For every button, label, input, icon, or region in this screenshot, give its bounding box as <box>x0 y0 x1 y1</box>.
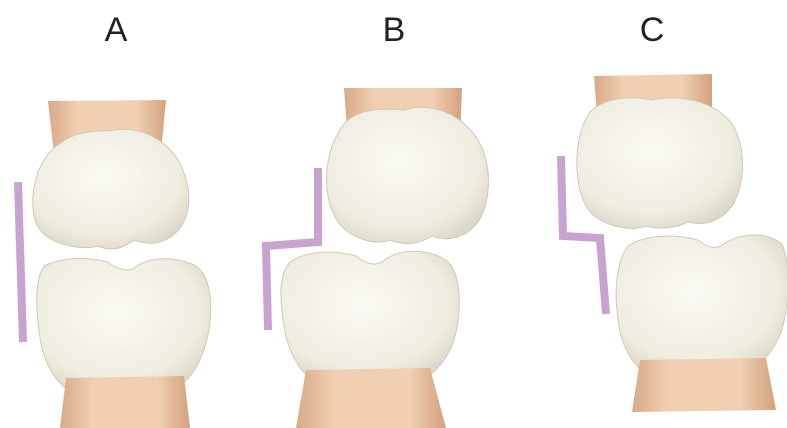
upper-molar-crown-c <box>577 98 743 229</box>
panel-c <box>561 74 787 412</box>
lower-root-b <box>296 368 446 428</box>
panel-b <box>266 88 489 428</box>
lower-molar-crown-c <box>616 235 787 376</box>
upper-molar-crown-b <box>327 107 489 243</box>
panel-a <box>18 100 211 428</box>
upper-molar-crown-a <box>33 129 189 249</box>
panel-label-c: C <box>640 11 665 49</box>
panel-label-b: B <box>383 11 406 49</box>
lower-molar-crown-a <box>37 259 211 394</box>
panel-label-a: A <box>105 11 128 49</box>
lower-molar-crown-b <box>281 251 459 384</box>
lower-root-a <box>60 376 190 428</box>
lower-root-c <box>632 358 776 412</box>
profile-line-a <box>18 182 23 342</box>
